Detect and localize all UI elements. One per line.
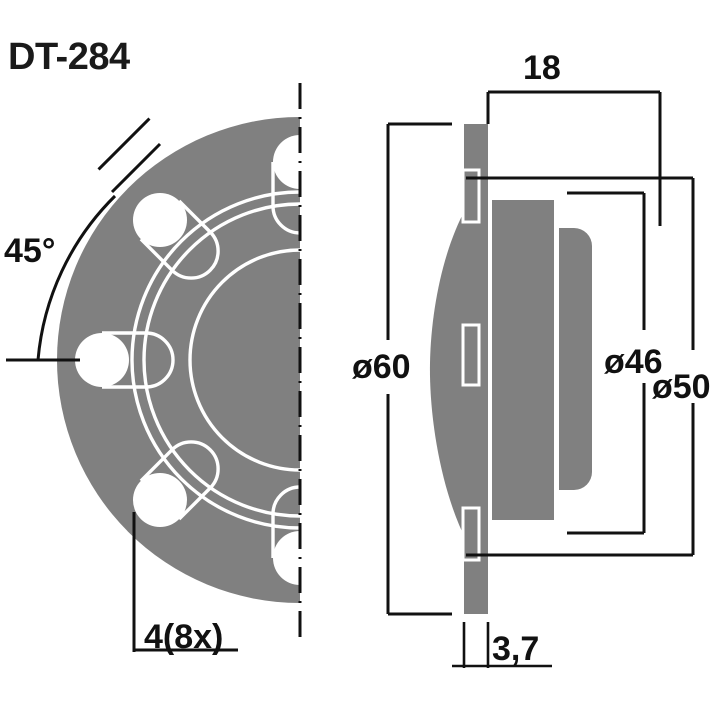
angle-dimension-45: 45°	[4, 117, 162, 362]
mounting-hole-5	[271, 485, 300, 585]
flange-slots	[461, 168, 481, 562]
magnet-diameter-dimension: ø46	[567, 191, 663, 535]
flange-diameter-label: ø60	[352, 348, 411, 386]
surround-lip	[429, 208, 466, 540]
mounting-holes	[75, 135, 300, 585]
flange-disc	[57, 117, 300, 603]
flange-slot-middle	[461, 323, 481, 387]
inner-ring-arc-inner	[142, 202, 300, 518]
front-view: 45° 4(8x)	[4, 83, 302, 656]
angle-dimension-label: 45°	[4, 232, 55, 270]
depth-dimension-18: 18	[486, 49, 662, 226]
flange-plate	[464, 124, 488, 614]
hole-size-label: 4(8x)	[144, 618, 223, 656]
mounting-hole-1	[271, 135, 300, 235]
flange-diameter-dimension: ø60	[352, 122, 452, 616]
inner-ring-arc-outer	[130, 190, 300, 530]
flange-slot-top	[461, 168, 481, 224]
dome-ring-arc	[188, 248, 300, 472]
front-view-half-disc	[57, 117, 300, 603]
side-view: 18 ø60 ø46	[352, 49, 711, 668]
depth-dimension-label: 18	[523, 49, 561, 87]
flange-thickness-dimension: 3,7	[452, 622, 552, 668]
body-diameter-label: ø50	[652, 368, 711, 406]
rear-cap	[559, 228, 592, 490]
body-diameter-dimension: ø50	[466, 176, 711, 557]
page-title: DT-284	[8, 36, 130, 78]
mounting-hole-3	[75, 331, 175, 389]
flange-slot-bottom	[461, 506, 481, 562]
magnet-diameter-label: ø46	[604, 343, 663, 381]
mounting-hole-2	[132, 192, 220, 280]
magnet-body	[492, 200, 554, 520]
mounting-hole-4	[132, 440, 220, 528]
flange-thickness-label: 3,7	[492, 630, 539, 668]
hole-size-dimension: 4(8x)	[132, 512, 238, 656]
